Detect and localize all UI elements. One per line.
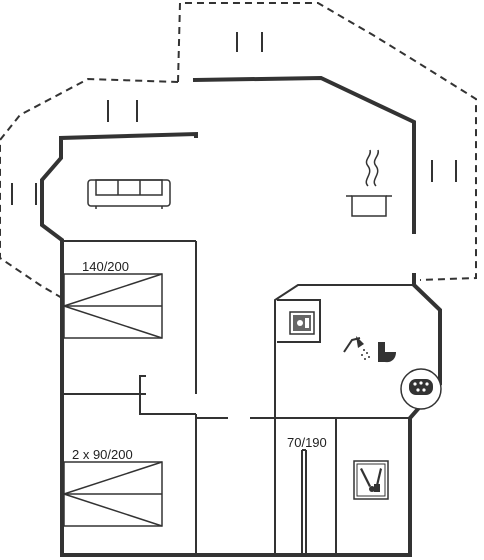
hall-stub: [139, 375, 196, 415]
outer-wall-right-lower: [408, 273, 442, 557]
outer-wall-top-right: [192, 75, 416, 234]
walls: [40, 75, 442, 557]
whirlpool-icon: [400, 368, 442, 410]
bathroom-outline: [274, 284, 414, 418]
washing-machine-icon: [289, 311, 315, 335]
terrace-left-outline: [0, 77, 179, 299]
twin-beds-label: 2 x 90/200: [72, 447, 133, 462]
terrace-top-outline: [177, 2, 477, 281]
toilet-icon: [378, 342, 396, 363]
double-bed: [63, 273, 163, 339]
windows: [11, 32, 457, 205]
terrace-outlines: [0, 2, 477, 299]
utility-cupboard: [277, 299, 321, 343]
double-bed-label: 140/200: [82, 259, 129, 274]
twin-beds: [63, 461, 163, 527]
single-bed-label: 70/190: [287, 435, 327, 450]
shower-icon: [343, 336, 370, 360]
cooking-pot-icon: [346, 149, 392, 217]
outer-wall-left: [40, 131, 412, 557]
sauna-icon: [353, 460, 389, 500]
interior-walls: [62, 240, 414, 555]
sofa-icon: [87, 179, 171, 209]
